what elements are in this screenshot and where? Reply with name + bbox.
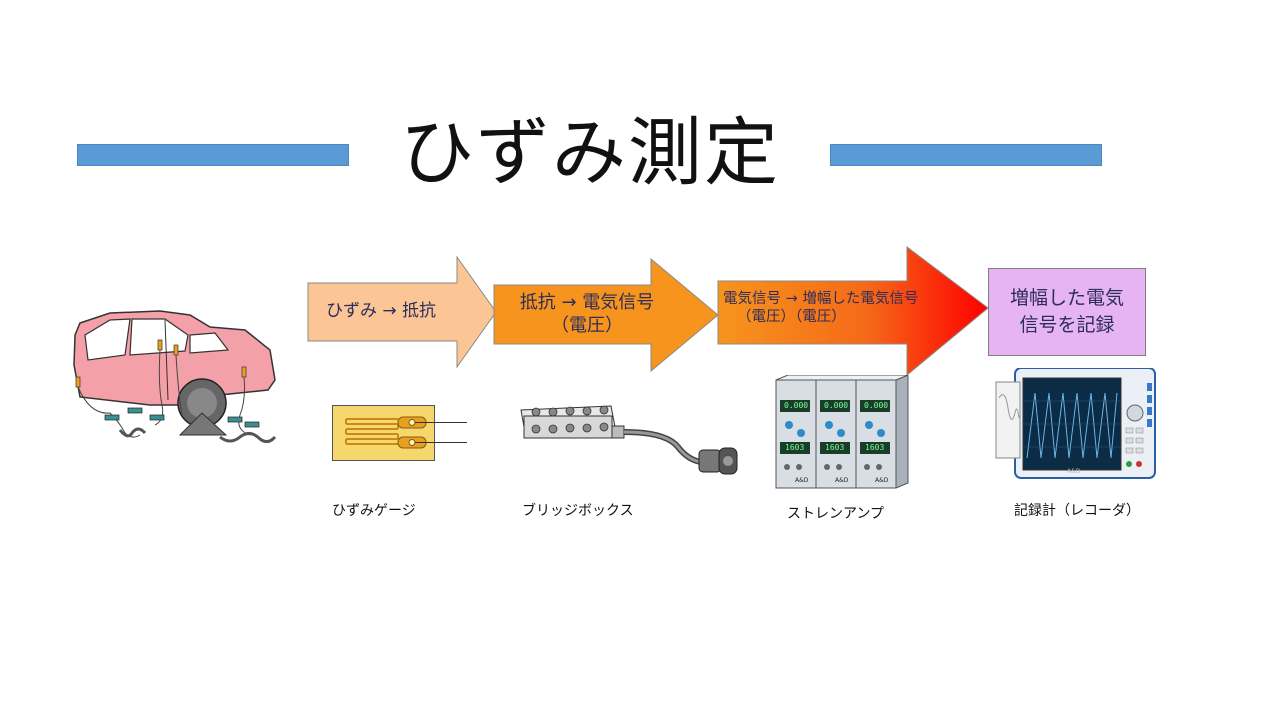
- flow-step-2-label: 抵抗 → 電気信号 （電圧）: [497, 292, 677, 337]
- amp-display-3: 1603: [865, 443, 885, 452]
- amp-display-2: 1603: [825, 443, 845, 452]
- strain-gauge-image: [332, 405, 467, 461]
- slide-title: ひずみ測定: [400, 110, 780, 196]
- flow-arrow-2: 抵抗 → 電気信号 （電圧）: [493, 258, 719, 372]
- flow-step-4-box: 増幅した電気 信号を記録: [988, 268, 1146, 356]
- amp-brand-2: A&D: [835, 477, 849, 484]
- title-right-bar: [830, 144, 1102, 166]
- caption-strain-gauge: ひずみゲージ: [332, 503, 416, 519]
- flow-step-4-line2: 信号を記録: [1019, 314, 1115, 336]
- amp-display-1: 1603: [785, 443, 805, 452]
- flow-step-1-label: ひずみ → 抵抗: [325, 301, 437, 321]
- amp-brand-3: A&D: [875, 477, 889, 484]
- flow-step-3-line1: 電気信号 → 増幅した電気信号: [723, 291, 919, 307]
- bridge-box-image: [520, 405, 738, 475]
- flow-step-2-line2: （電圧）: [551, 314, 623, 336]
- caption-recorder: 記録計（レコーダ）: [1014, 503, 1140, 519]
- amp-display-top-3: 0.000: [864, 401, 889, 410]
- flow-step-3-line2: （電圧）（電圧）: [737, 309, 846, 326]
- caption-strain-amplifier: ストレンアンプ: [787, 506, 885, 522]
- amp-brand-1: A&D: [795, 477, 809, 484]
- recorder-brand: A&D: [1067, 468, 1081, 475]
- flow-arrow-1: ひずみ → 抵抗: [307, 256, 497, 368]
- flow-step-4-line1: 増幅した電気: [1009, 287, 1124, 310]
- amp-display-top-2: 0.000: [824, 401, 849, 410]
- recorder-image: A&D: [995, 367, 1160, 480]
- car-illustration: [73, 310, 277, 444]
- caption-bridge-box: ブリッジボックス: [522, 503, 634, 519]
- flow-step-3-label: 電気信号 → 増幅した電気信号 （電圧）（電圧）: [723, 290, 953, 326]
- amp-display-top-1: 0.000: [784, 401, 809, 410]
- strain-amplifier-image: 0.000 0.000 0.000 1603 1603 1603 A&D A&D…: [775, 374, 910, 490]
- title-left-bar: [77, 144, 349, 166]
- flow-arrow-3: 電気信号 → 増幅した電気信号 （電圧）（電圧）: [717, 246, 989, 376]
- flow-step-2-line1: 抵抗 → 電気信号: [519, 292, 655, 313]
